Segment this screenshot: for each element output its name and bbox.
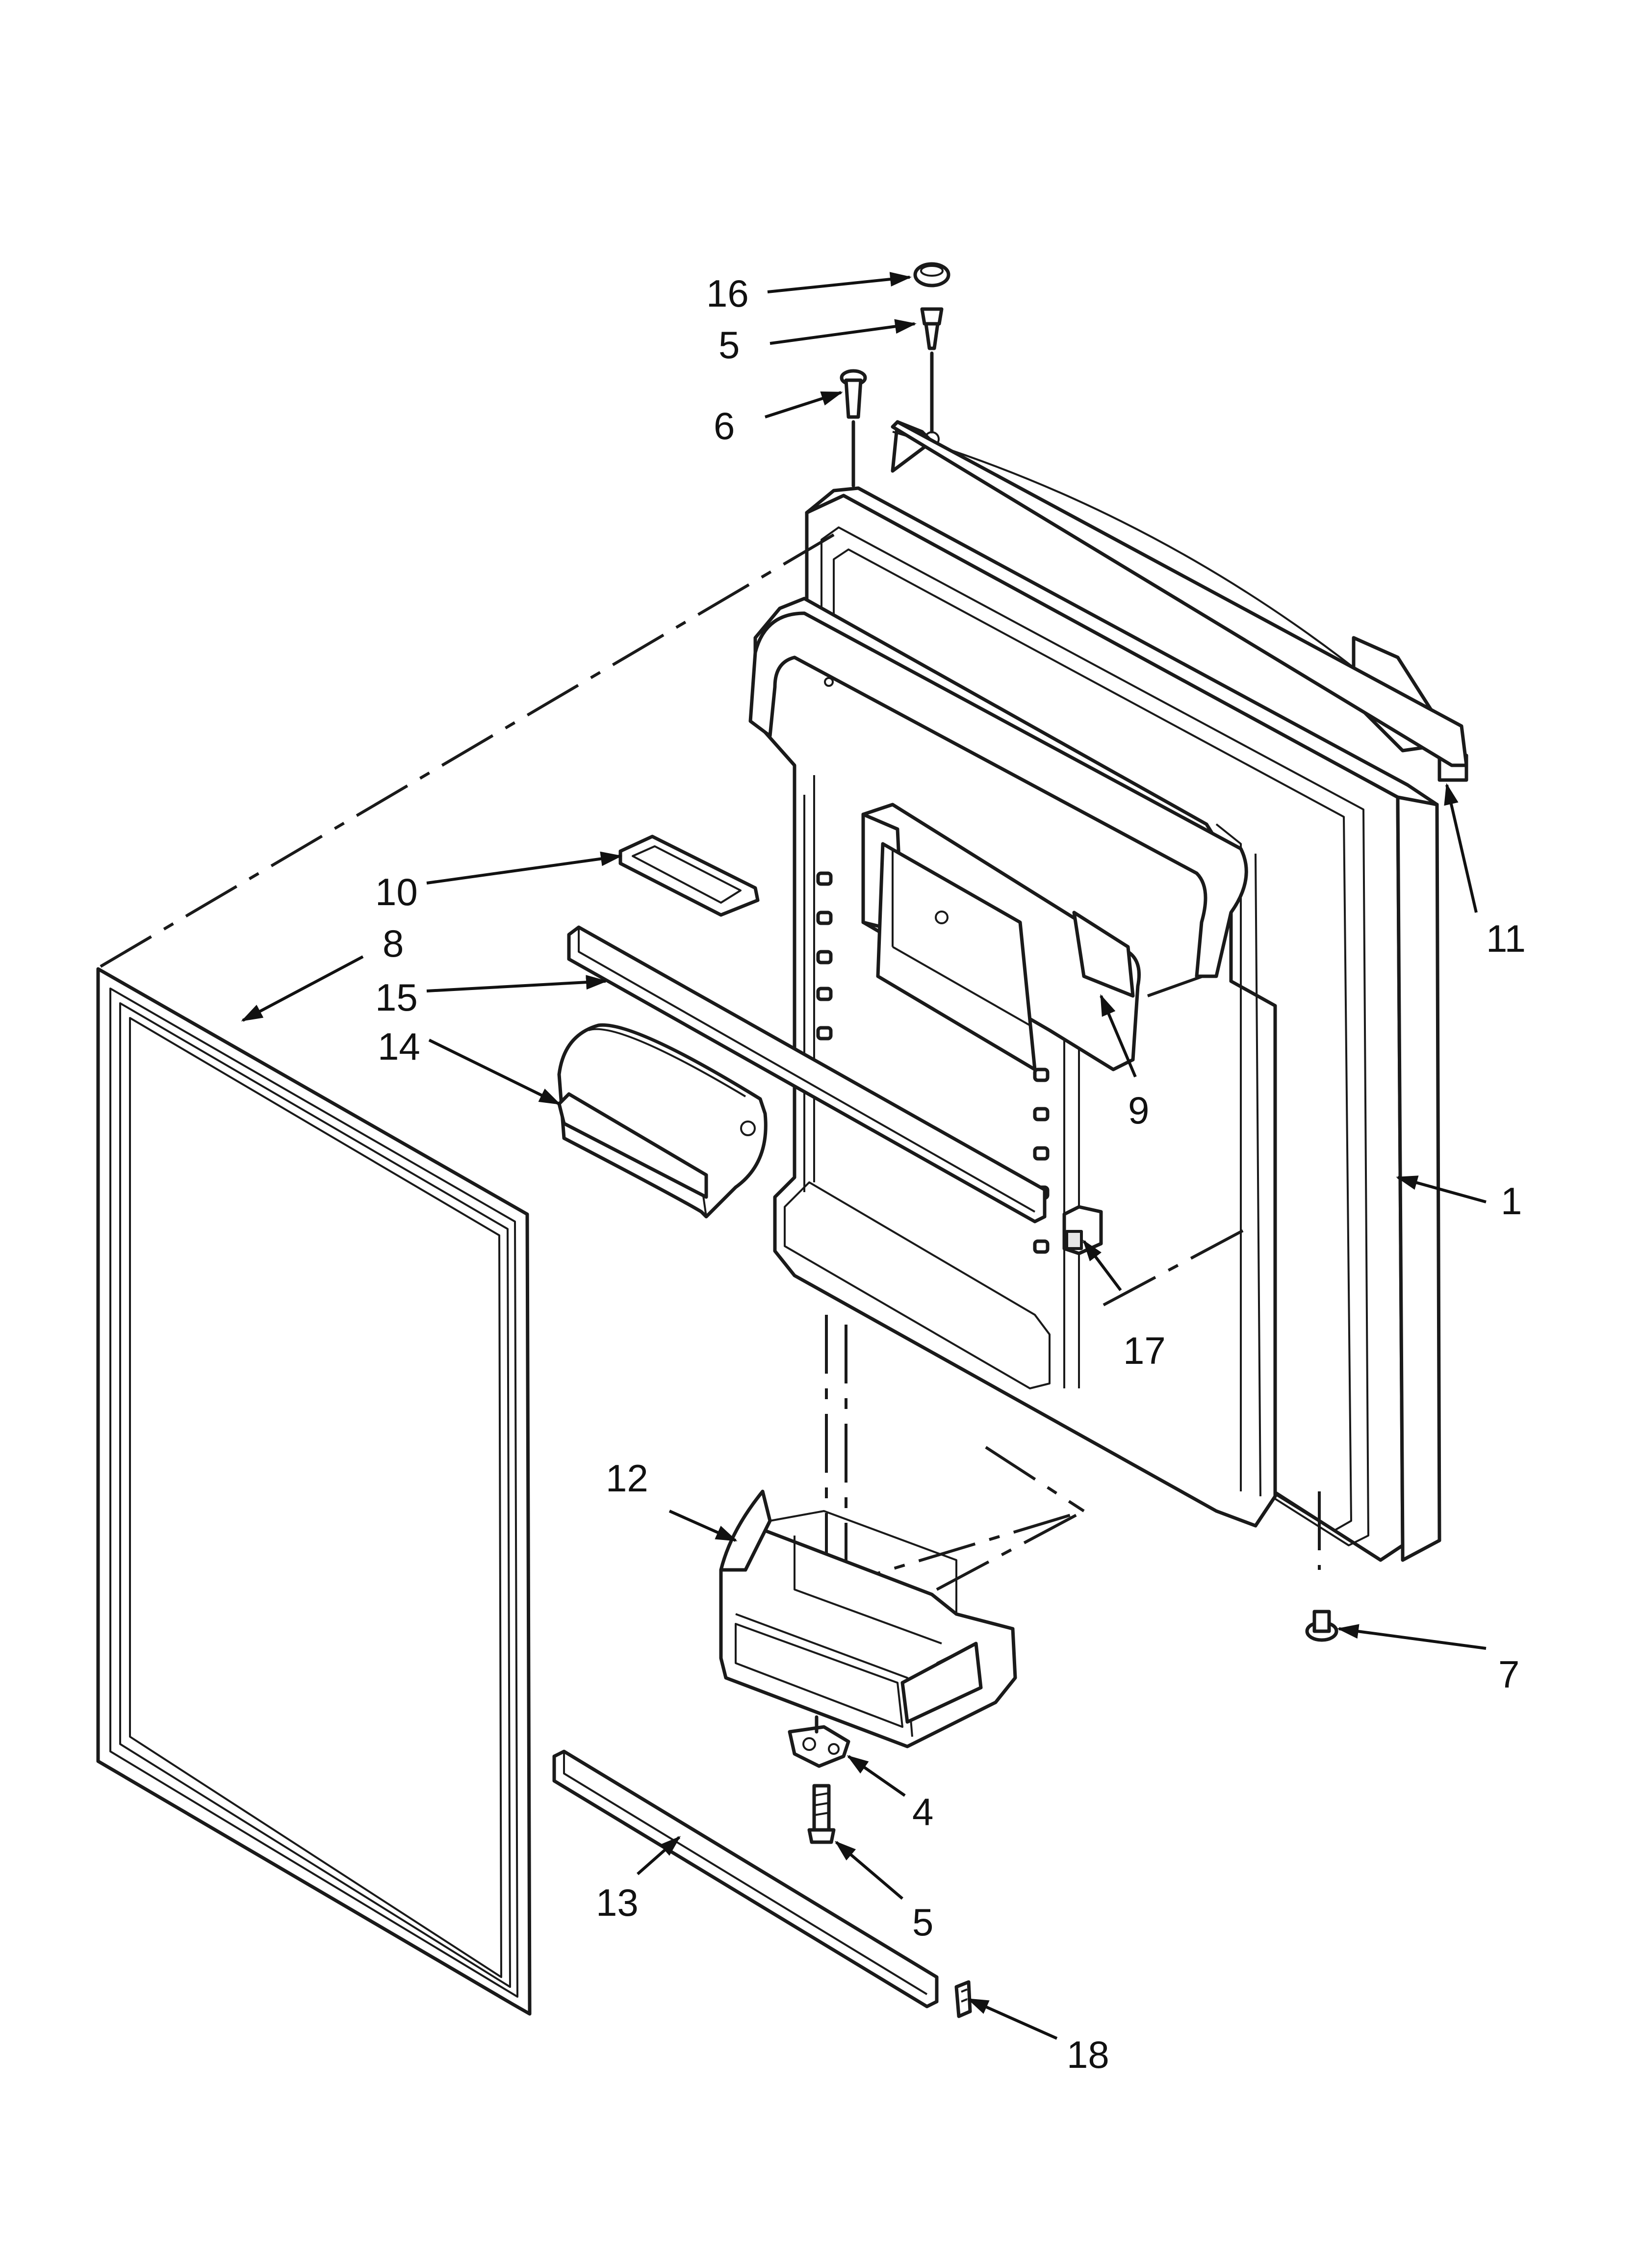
leader-arrows — [241, 272, 1487, 2040]
dairy-bin — [861, 803, 1141, 1071]
callout-15: 15 — [375, 976, 418, 1019]
callout-labels: 16 5 6 10 8 15 14 9 11 1 17 12 7 4 5 13 … — [375, 272, 1526, 2076]
bar-clip — [1062, 1205, 1103, 1255]
shelf-retainer-bar — [567, 925, 1047, 1224]
callout-17: 17 — [1123, 1329, 1166, 1372]
callout-6: 6 — [714, 404, 735, 447]
shelf-bumps-left — [816, 871, 833, 1041]
callout-16: 16 — [706, 272, 749, 315]
door-trim-strip — [552, 1749, 939, 2008]
screw-bottom — [807, 1784, 836, 1844]
callout-10: 10 — [375, 870, 418, 913]
callout-5-bottom: 5 — [912, 1901, 933, 1944]
egg-tray — [618, 834, 760, 917]
screw-top — [920, 307, 944, 434]
callout-1: 1 — [1501, 1179, 1522, 1223]
hinge-pin — [840, 369, 867, 488]
shelf-bumps-right — [1033, 1068, 1050, 1254]
door-gasket — [96, 967, 532, 2016]
callout-9: 9 — [1128, 1089, 1149, 1132]
top-hinge-plate — [891, 420, 1468, 767]
callout-11: 11 — [1486, 917, 1526, 960]
bushing — [1305, 1610, 1338, 1642]
hinge-bracket — [788, 1715, 850, 1768]
callout-12: 12 — [606, 1457, 648, 1500]
callout-18: 18 — [1067, 2033, 1109, 2076]
callout-7: 7 — [1498, 1653, 1519, 1696]
hinge-plug — [913, 262, 950, 287]
callout-4: 4 — [912, 1790, 933, 1833]
callout-5-top: 5 — [718, 323, 740, 366]
callout-14: 14 — [378, 1025, 420, 1068]
door-shelf-bin — [719, 1489, 1017, 1748]
door-bin — [557, 1023, 768, 1219]
callout-8: 8 — [383, 922, 404, 965]
trim-end-cap — [954, 1980, 972, 2018]
callout-13: 13 — [596, 1881, 639, 1924]
